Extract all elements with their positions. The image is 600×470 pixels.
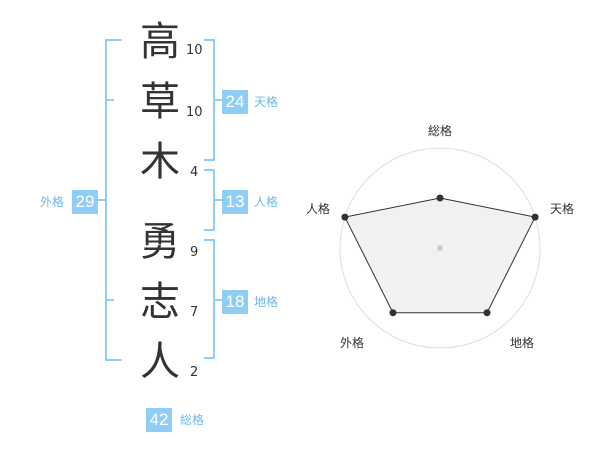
stroke-count-2: 10 bbox=[186, 105, 203, 120]
soukaku-badge: 42 bbox=[146, 408, 172, 432]
tenkaku-label: 天格 bbox=[254, 95, 279, 109]
stroke-count-4: 9 bbox=[190, 245, 199, 260]
name-char-5: 志 bbox=[140, 279, 180, 325]
chikaku-label: 地格 bbox=[254, 295, 279, 309]
name-char-1: 高 bbox=[140, 19, 180, 65]
radar-label-tenkaku: 天格 bbox=[550, 202, 575, 216]
jinkaku-label: 人格 bbox=[254, 195, 279, 209]
radar-point-2 bbox=[483, 309, 491, 317]
radar-point-0 bbox=[436, 194, 444, 202]
name-char-6: 人 bbox=[140, 339, 180, 385]
radar-point-4 bbox=[341, 213, 349, 221]
radar-label-soukaku: 総格 bbox=[428, 124, 453, 138]
radar-point-3 bbox=[389, 309, 397, 317]
radar-label-jinkaku: 人格 bbox=[306, 202, 331, 216]
name-char-3: 木 bbox=[140, 139, 180, 185]
radar-label-chikaku: 地格 bbox=[510, 336, 535, 350]
gaikaku-label: 外格 bbox=[40, 195, 65, 209]
tenkaku-badge: 24 bbox=[222, 90, 248, 114]
radar-label-gaikaku: 外格 bbox=[340, 336, 365, 350]
radar-point-1 bbox=[531, 213, 539, 221]
gaikaku-badge: 29 bbox=[72, 190, 98, 214]
name-char-2: 草 bbox=[140, 79, 180, 125]
stroke-count-1: 10 bbox=[186, 43, 203, 58]
jinkaku-badge: 13 bbox=[222, 190, 248, 214]
name-char-4: 勇 bbox=[140, 219, 180, 265]
chikaku-badge: 18 bbox=[222, 290, 248, 314]
soukaku-label: 総格 bbox=[180, 413, 205, 427]
stroke-count-3: 4 bbox=[190, 165, 199, 180]
radar-series-polygon bbox=[344, 197, 536, 314]
stroke-count-5: 7 bbox=[190, 305, 199, 320]
stroke-count-6: 2 bbox=[190, 365, 199, 380]
radar-center bbox=[437, 245, 443, 251]
